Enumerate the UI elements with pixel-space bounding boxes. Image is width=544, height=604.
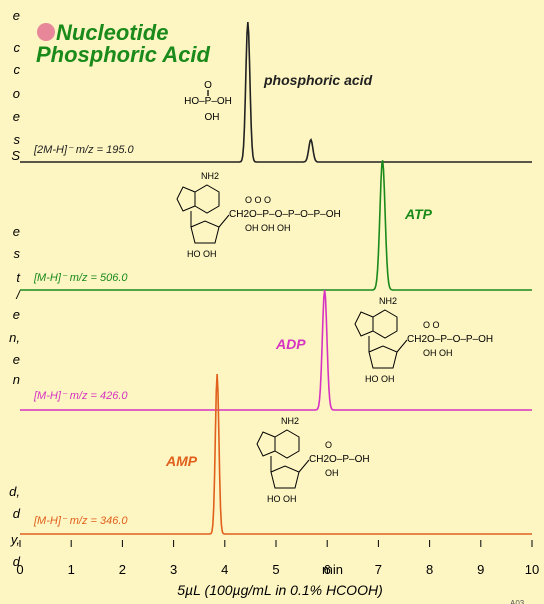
margin-fragment: s xyxy=(14,132,21,147)
margin-fragment: / xyxy=(15,287,21,302)
structure-text: NH2 xyxy=(201,171,219,181)
margin-fragment: d, xyxy=(9,484,20,499)
trace-phosphoric-acid xyxy=(20,21,532,163)
ion-label-amp: [M-H]⁻ m/z = 346.0 xyxy=(33,515,128,527)
footnote: A03 xyxy=(510,599,525,604)
x-tick-label: 3 xyxy=(170,562,177,577)
structure-text: O xyxy=(325,440,332,450)
svg-text:‖: ‖ xyxy=(206,89,209,98)
margin-fragment: t xyxy=(16,270,21,285)
series-label-adp: ADP xyxy=(275,336,306,352)
margin-fragment: d xyxy=(13,554,21,569)
margin-fragment: c xyxy=(14,40,21,55)
margin-fragment: s xyxy=(14,246,21,261)
structure-text: NH2 xyxy=(281,416,299,426)
structure-text: HO OH xyxy=(365,374,395,384)
margin-fragment: o xyxy=(13,86,20,101)
trace-atp xyxy=(20,160,532,291)
chart-title-line1: Nucleotide xyxy=(56,20,168,45)
svg-text:HO–P–OH: HO–P–OH xyxy=(184,96,232,107)
margin-fragment: n, xyxy=(9,330,20,345)
structure-phosphoric-acid: O ‖ HO–P–OH OH xyxy=(184,80,232,123)
structure-text: CH2O–P–O–P–OH xyxy=(407,334,493,345)
ion-label-atp: [M-H]⁻ m/z = 506.0 xyxy=(33,272,128,284)
x-tick-label: 9 xyxy=(477,562,484,577)
series-label-phosphoric-acid: phosphoric acid xyxy=(263,72,373,88)
x-tick-label: 0 xyxy=(16,562,23,577)
structure-text: OH OH xyxy=(423,348,453,358)
structure-text: HO OH xyxy=(187,249,217,259)
margin-fragment: e xyxy=(13,109,20,124)
structure-text: O O O xyxy=(245,195,271,205)
series-label-atp: ATP xyxy=(404,206,433,222)
x-unit-label: min xyxy=(322,562,343,577)
ion-label-adp: [M-H]⁻ m/z = 426.0 xyxy=(33,390,128,402)
x-tick-label: 6 xyxy=(324,562,331,577)
trace-adp xyxy=(20,289,532,411)
margin-fragment: c xyxy=(14,62,21,77)
x-tick-label: 2 xyxy=(119,562,126,577)
x-tick-label: 8 xyxy=(426,562,433,577)
margin-fragment: d xyxy=(13,506,21,521)
trace-amp xyxy=(20,373,532,535)
ion-label-phosphoric-acid: [2M-H]⁻ m/z = 195.0 xyxy=(33,144,135,156)
margin-fragment: e xyxy=(13,224,20,239)
structure-text: O O xyxy=(423,320,440,330)
svg-text:O: O xyxy=(204,80,212,91)
x-axis-label: 5µL (100µg/mL in 0.1% HCOOH) xyxy=(177,582,382,598)
chart-title-line2: Phosphoric Acid xyxy=(36,42,211,67)
structure-text: HO OH xyxy=(267,494,297,504)
structure-text: NH2 xyxy=(379,296,397,306)
x-tick-label: 7 xyxy=(375,562,382,577)
x-tick-label: 10 xyxy=(525,562,539,577)
margin-fragment: e xyxy=(13,8,20,23)
margin-fragment: y, xyxy=(10,532,20,547)
structure-text: OH xyxy=(325,468,339,478)
svg-text:OH: OH xyxy=(205,112,220,123)
structure-text: CH2O–P–OH xyxy=(309,454,370,465)
x-tick-label: 1 xyxy=(68,562,75,577)
x-axis: 0 1 2 3 4 5 6 7 8 9 10 xyxy=(16,540,539,577)
x-tick-label: 4 xyxy=(221,562,228,577)
margin-fragment: n xyxy=(13,372,20,387)
series-label-amp: AMP xyxy=(165,453,198,469)
title-bullet-icon xyxy=(37,23,55,41)
x-tick-label: 5 xyxy=(272,562,279,577)
margin-fragment: e xyxy=(13,307,20,322)
structure-text: OH OH OH xyxy=(245,223,291,233)
margin-fragment: e xyxy=(13,352,20,367)
structure-text: CH2O–P–O–P–O–P–OH xyxy=(229,209,341,220)
margin-fragment: S xyxy=(11,148,20,163)
